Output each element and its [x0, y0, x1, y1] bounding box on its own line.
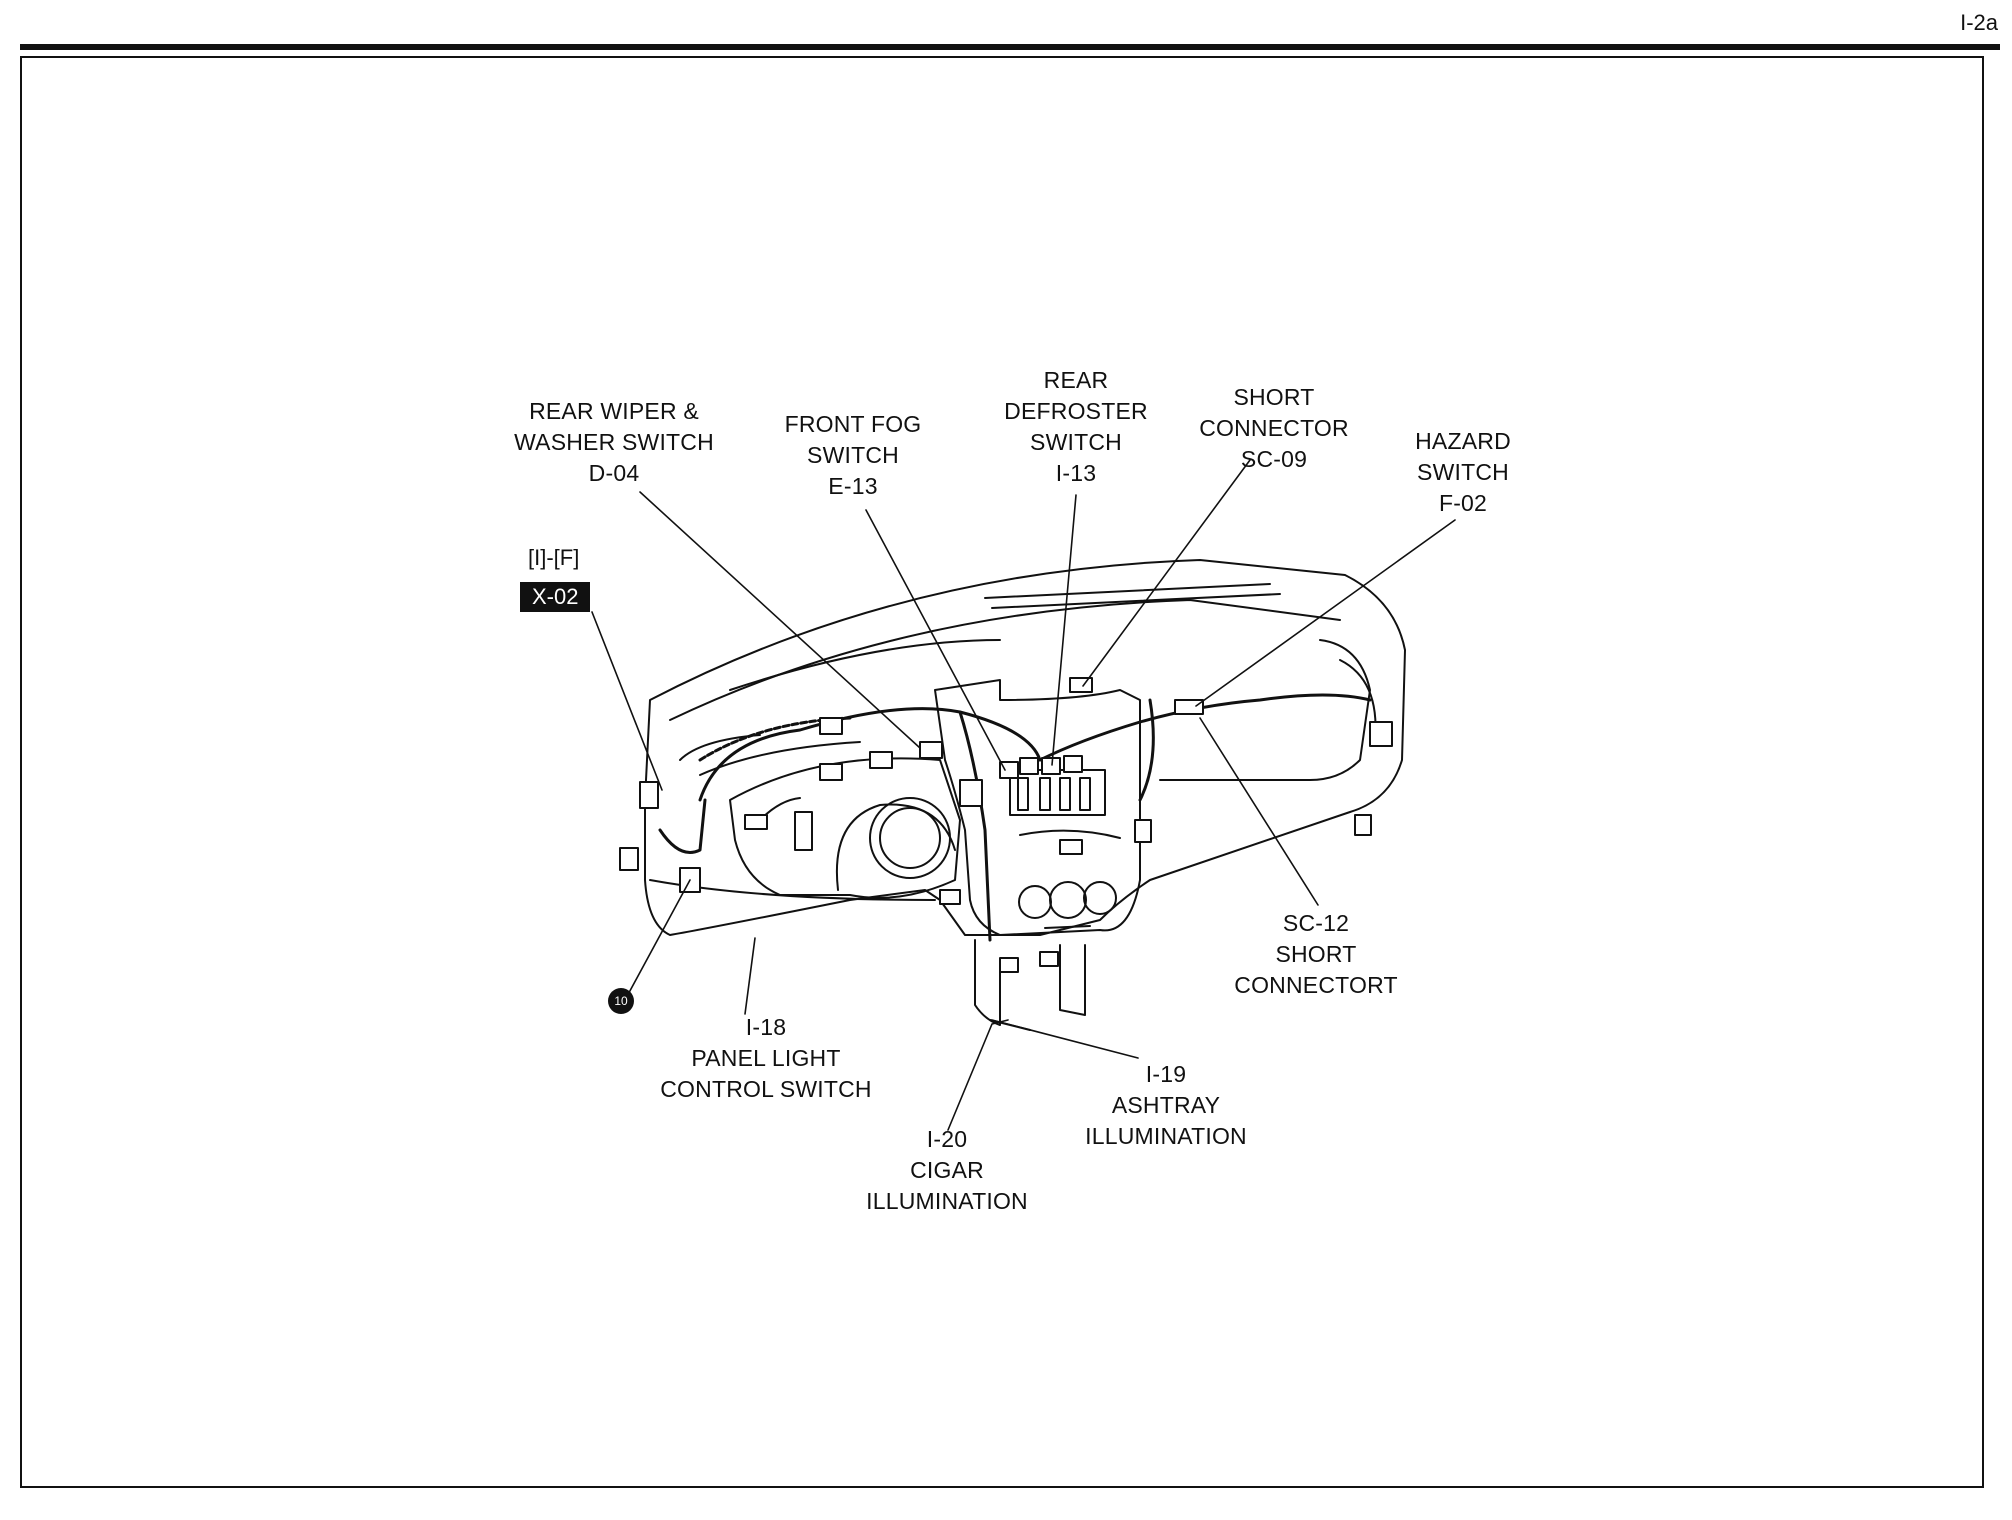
lower-console	[974, 939, 1086, 1031]
label-cigar-illumination: I-20 CIGAR ILLUMINATION	[866, 1126, 1028, 1214]
connectors	[619, 677, 1393, 973]
instrument-cluster	[729, 757, 961, 899]
ground-point-badge: 10	[608, 988, 634, 1014]
header-rule	[20, 44, 2000, 50]
label-rear-wiper-washer-switch: REAR WIPER & WASHER SWITCH D-04	[514, 398, 714, 486]
label-short-connector-sc09: SHORT CONNECTOR SC-09	[1199, 384, 1349, 472]
label-hazard-switch: HAZARD SWITCH F-02	[1415, 428, 1511, 516]
leader-lines	[591, 459, 1456, 1131]
page-number: I-2a	[1960, 10, 1998, 35]
label-front-fog-switch: FRONT FOG SWITCH E-13	[784, 411, 922, 499]
reference-connector-box: X-02	[520, 582, 591, 612]
label-sc12-short-connector: SC-12 SHORT CONNECTORT	[1234, 910, 1398, 998]
reference-tag: [I]-[F]	[528, 545, 580, 570]
diagram-frame	[20, 56, 1984, 1488]
label-ashtray-illumination: I-19 ASHTRAY ILLUMINATION	[1085, 1061, 1247, 1149]
label-panel-light-control-switch: I-18 PANEL LIGHT CONTROL SWITCH	[660, 1014, 872, 1102]
dashboard-outline	[644, 559, 1406, 936]
center-stack	[934, 679, 1141, 936]
label-rear-defroster-switch: REAR DEFROSTER SWITCH I-13	[1004, 367, 1148, 486]
